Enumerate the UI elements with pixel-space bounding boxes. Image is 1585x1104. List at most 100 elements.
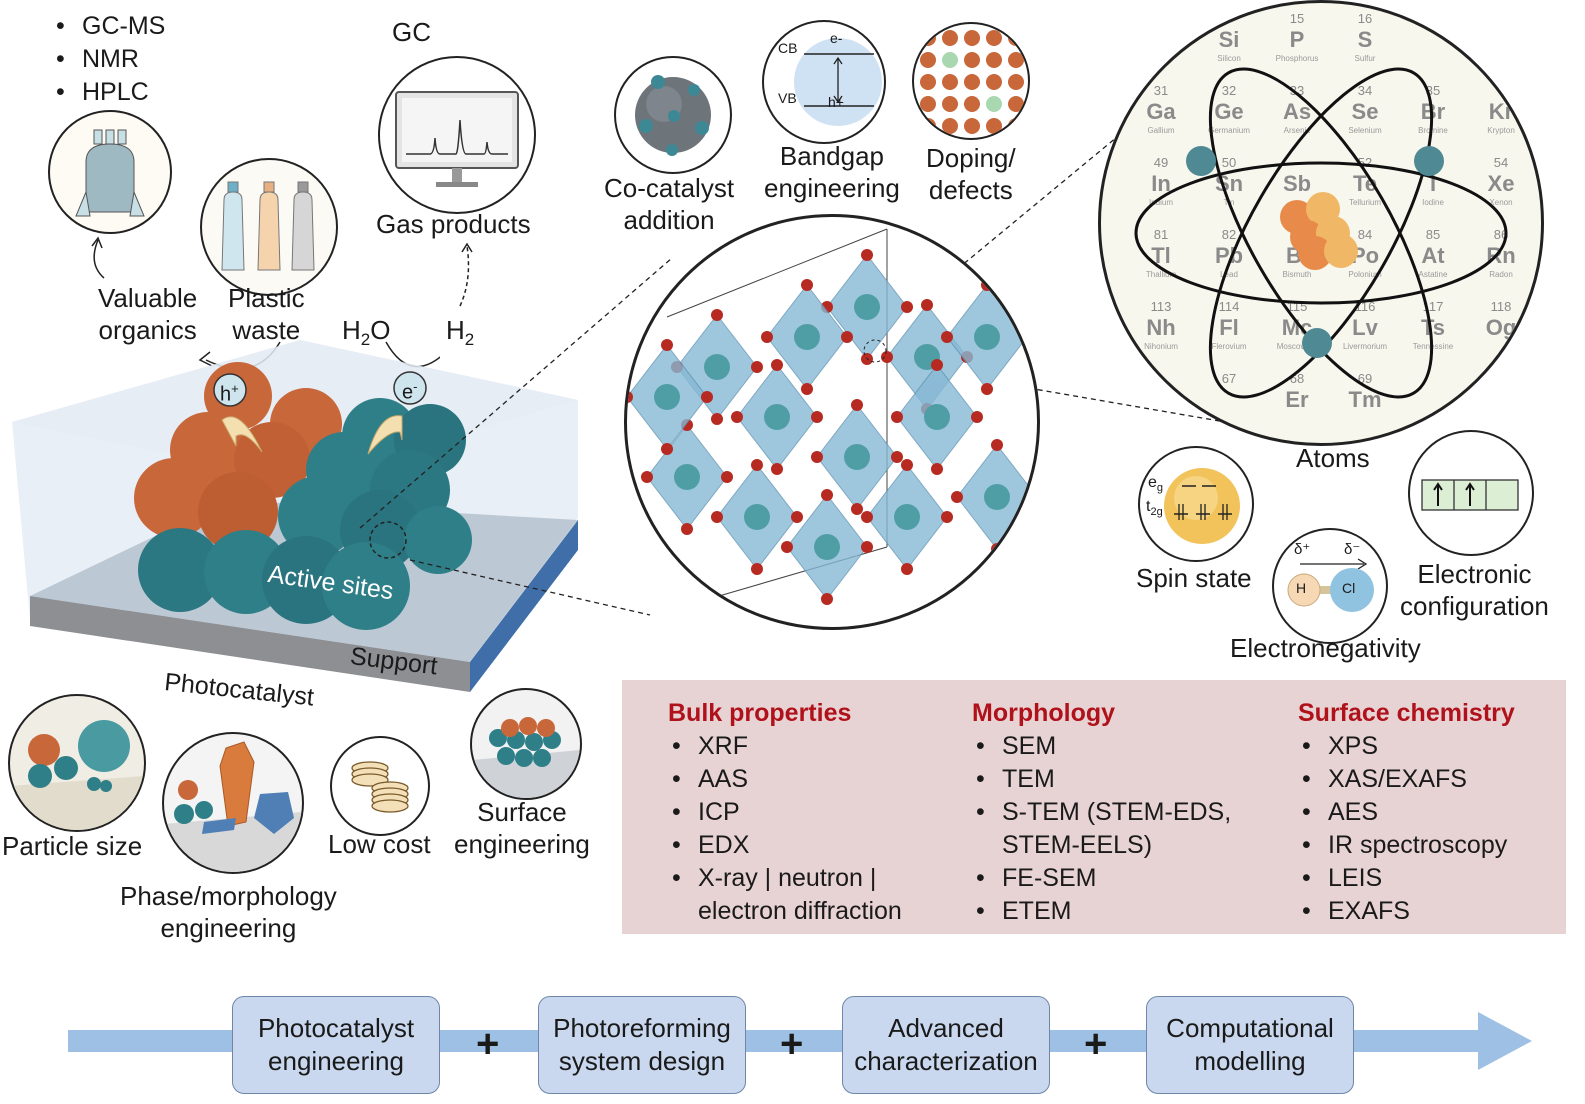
oxygen-atom xyxy=(971,411,983,423)
oxygen-atom xyxy=(941,511,953,523)
element-symbol: Si xyxy=(1219,27,1240,52)
element-number: 15 xyxy=(1290,11,1304,26)
atoms-label: Atoms xyxy=(1296,443,1370,473)
metal-atom xyxy=(844,444,870,470)
host-atom xyxy=(986,52,1002,68)
product-analysis-list: GC-MS NMR HPLC xyxy=(52,10,165,109)
host-atom xyxy=(986,74,1002,90)
electron xyxy=(1186,146,1216,176)
list-item-continuation: STEM-EELS) xyxy=(1002,831,1153,859)
element-symbol: P xyxy=(1290,27,1305,52)
vb-label: VB xyxy=(778,90,797,106)
oxygen-atom xyxy=(721,471,733,483)
host-atom xyxy=(964,96,980,112)
hydrogen-label: H2 xyxy=(446,315,475,350)
list-item: AES xyxy=(1298,796,1515,829)
element-name: Gallium xyxy=(1147,126,1174,135)
host-atom xyxy=(986,118,1002,134)
oxygen-atom xyxy=(981,383,993,395)
host-atom xyxy=(942,96,958,112)
oxygen-atom xyxy=(731,411,743,423)
analysis-item: HPLC xyxy=(52,76,165,109)
oxygen-atom xyxy=(901,459,913,471)
list-item: S-TEM (STEM-EDS, xyxy=(972,796,1231,829)
element-number: 50 xyxy=(1222,155,1236,170)
spin-state-icon xyxy=(1138,446,1254,562)
gas-products-label: Gas products xyxy=(376,209,531,239)
element-name: Krypton xyxy=(1487,126,1515,135)
oxygen-atom xyxy=(811,411,823,423)
metal-atom xyxy=(894,504,920,530)
list-item: LEIS xyxy=(1298,862,1515,895)
characterization-panel: Bulk properties XRF AAS ICP EDX X-ray | … xyxy=(622,680,1566,934)
oxygen-atom xyxy=(821,593,833,605)
metal-atom xyxy=(814,534,840,560)
oxygen-atom xyxy=(951,491,963,503)
electronegativity-label: Electronegativity xyxy=(1230,633,1421,663)
oxygen-atom xyxy=(751,361,763,373)
dopant-atom xyxy=(942,52,958,68)
host-atom xyxy=(920,96,936,112)
electron-orbit xyxy=(1208,67,1434,399)
electronegativity-icon xyxy=(1272,528,1388,644)
oxygen-atom xyxy=(861,511,873,523)
delta-plus: δ⁺ xyxy=(1294,541,1311,558)
metal-atom xyxy=(984,484,1010,510)
bandgap-hole: h+ xyxy=(828,94,844,110)
oxygen-atom xyxy=(991,439,1003,451)
element-symbol: Er xyxy=(1285,387,1309,412)
element-name: Germanium xyxy=(1208,126,1250,135)
list-item: EDX xyxy=(668,829,902,862)
oxygen-atom xyxy=(661,339,673,351)
element-name: Bismuth xyxy=(1283,270,1312,279)
electronic-configuration-label: Electronic configuration xyxy=(1400,559,1549,621)
list-item: EXAFS xyxy=(1298,895,1515,928)
host-atom xyxy=(964,52,980,68)
oxygen-atom xyxy=(851,503,863,515)
plus-sign: + xyxy=(476,1022,500,1066)
oxygen-atom xyxy=(771,359,783,371)
element-name: Selenium xyxy=(1348,126,1382,135)
oxygen-atom xyxy=(771,463,783,475)
list-item: AAS xyxy=(668,763,902,796)
metal-atom xyxy=(704,354,730,380)
element-number: 54 xyxy=(1494,155,1508,170)
element-symbol: Ge xyxy=(1214,99,1243,124)
oxygen-atom xyxy=(851,399,863,411)
liquid-vessel-icon xyxy=(48,110,172,234)
bulk-properties-title: Bulk properties xyxy=(668,699,852,727)
element-symbol: Br xyxy=(1421,99,1446,124)
oxygen-atom xyxy=(931,359,943,371)
phase-morphology-label: Phase/morphology engineering xyxy=(120,881,337,943)
oxygen-atom xyxy=(641,471,653,483)
surface-chemistry-title: Surface chemistry xyxy=(1298,699,1515,727)
element-symbol: At xyxy=(1421,243,1445,268)
host-atom xyxy=(1008,52,1024,68)
element-number: 81 xyxy=(1154,227,1168,242)
coins-icon xyxy=(330,736,430,836)
list-item: XPS xyxy=(1298,730,1515,763)
element-number: 33 xyxy=(1290,83,1304,98)
element-symbol: Ga xyxy=(1146,99,1176,124)
hole-symbol: h+ xyxy=(220,381,239,406)
plus-sign: + xyxy=(1084,1022,1108,1066)
element-name: Sulfur xyxy=(1355,54,1376,63)
element-name: Nihonium xyxy=(1144,342,1178,351)
dopant-atom xyxy=(986,96,1002,112)
list-item: ICP xyxy=(668,796,902,829)
t2g-label: t2g xyxy=(1146,498,1163,519)
list-item: X-ray | neutron | xyxy=(668,862,902,895)
h-atom-label: H xyxy=(1296,580,1307,596)
oxygen-atom xyxy=(921,299,933,311)
plus-sign: + xyxy=(780,1022,804,1066)
oxygen-atom xyxy=(627,391,633,403)
plastic-bottles-icon xyxy=(200,158,338,296)
valuable-organics-label: Valuable organics xyxy=(98,283,198,345)
element-name: Tennessine xyxy=(1413,342,1454,351)
host-atom xyxy=(964,74,980,90)
element-name: Tellurium xyxy=(1349,198,1381,207)
element-symbol: Lv xyxy=(1352,315,1378,340)
list-item: TEM xyxy=(972,763,1231,796)
metal-atom xyxy=(744,504,770,530)
metal-atom xyxy=(674,464,700,490)
